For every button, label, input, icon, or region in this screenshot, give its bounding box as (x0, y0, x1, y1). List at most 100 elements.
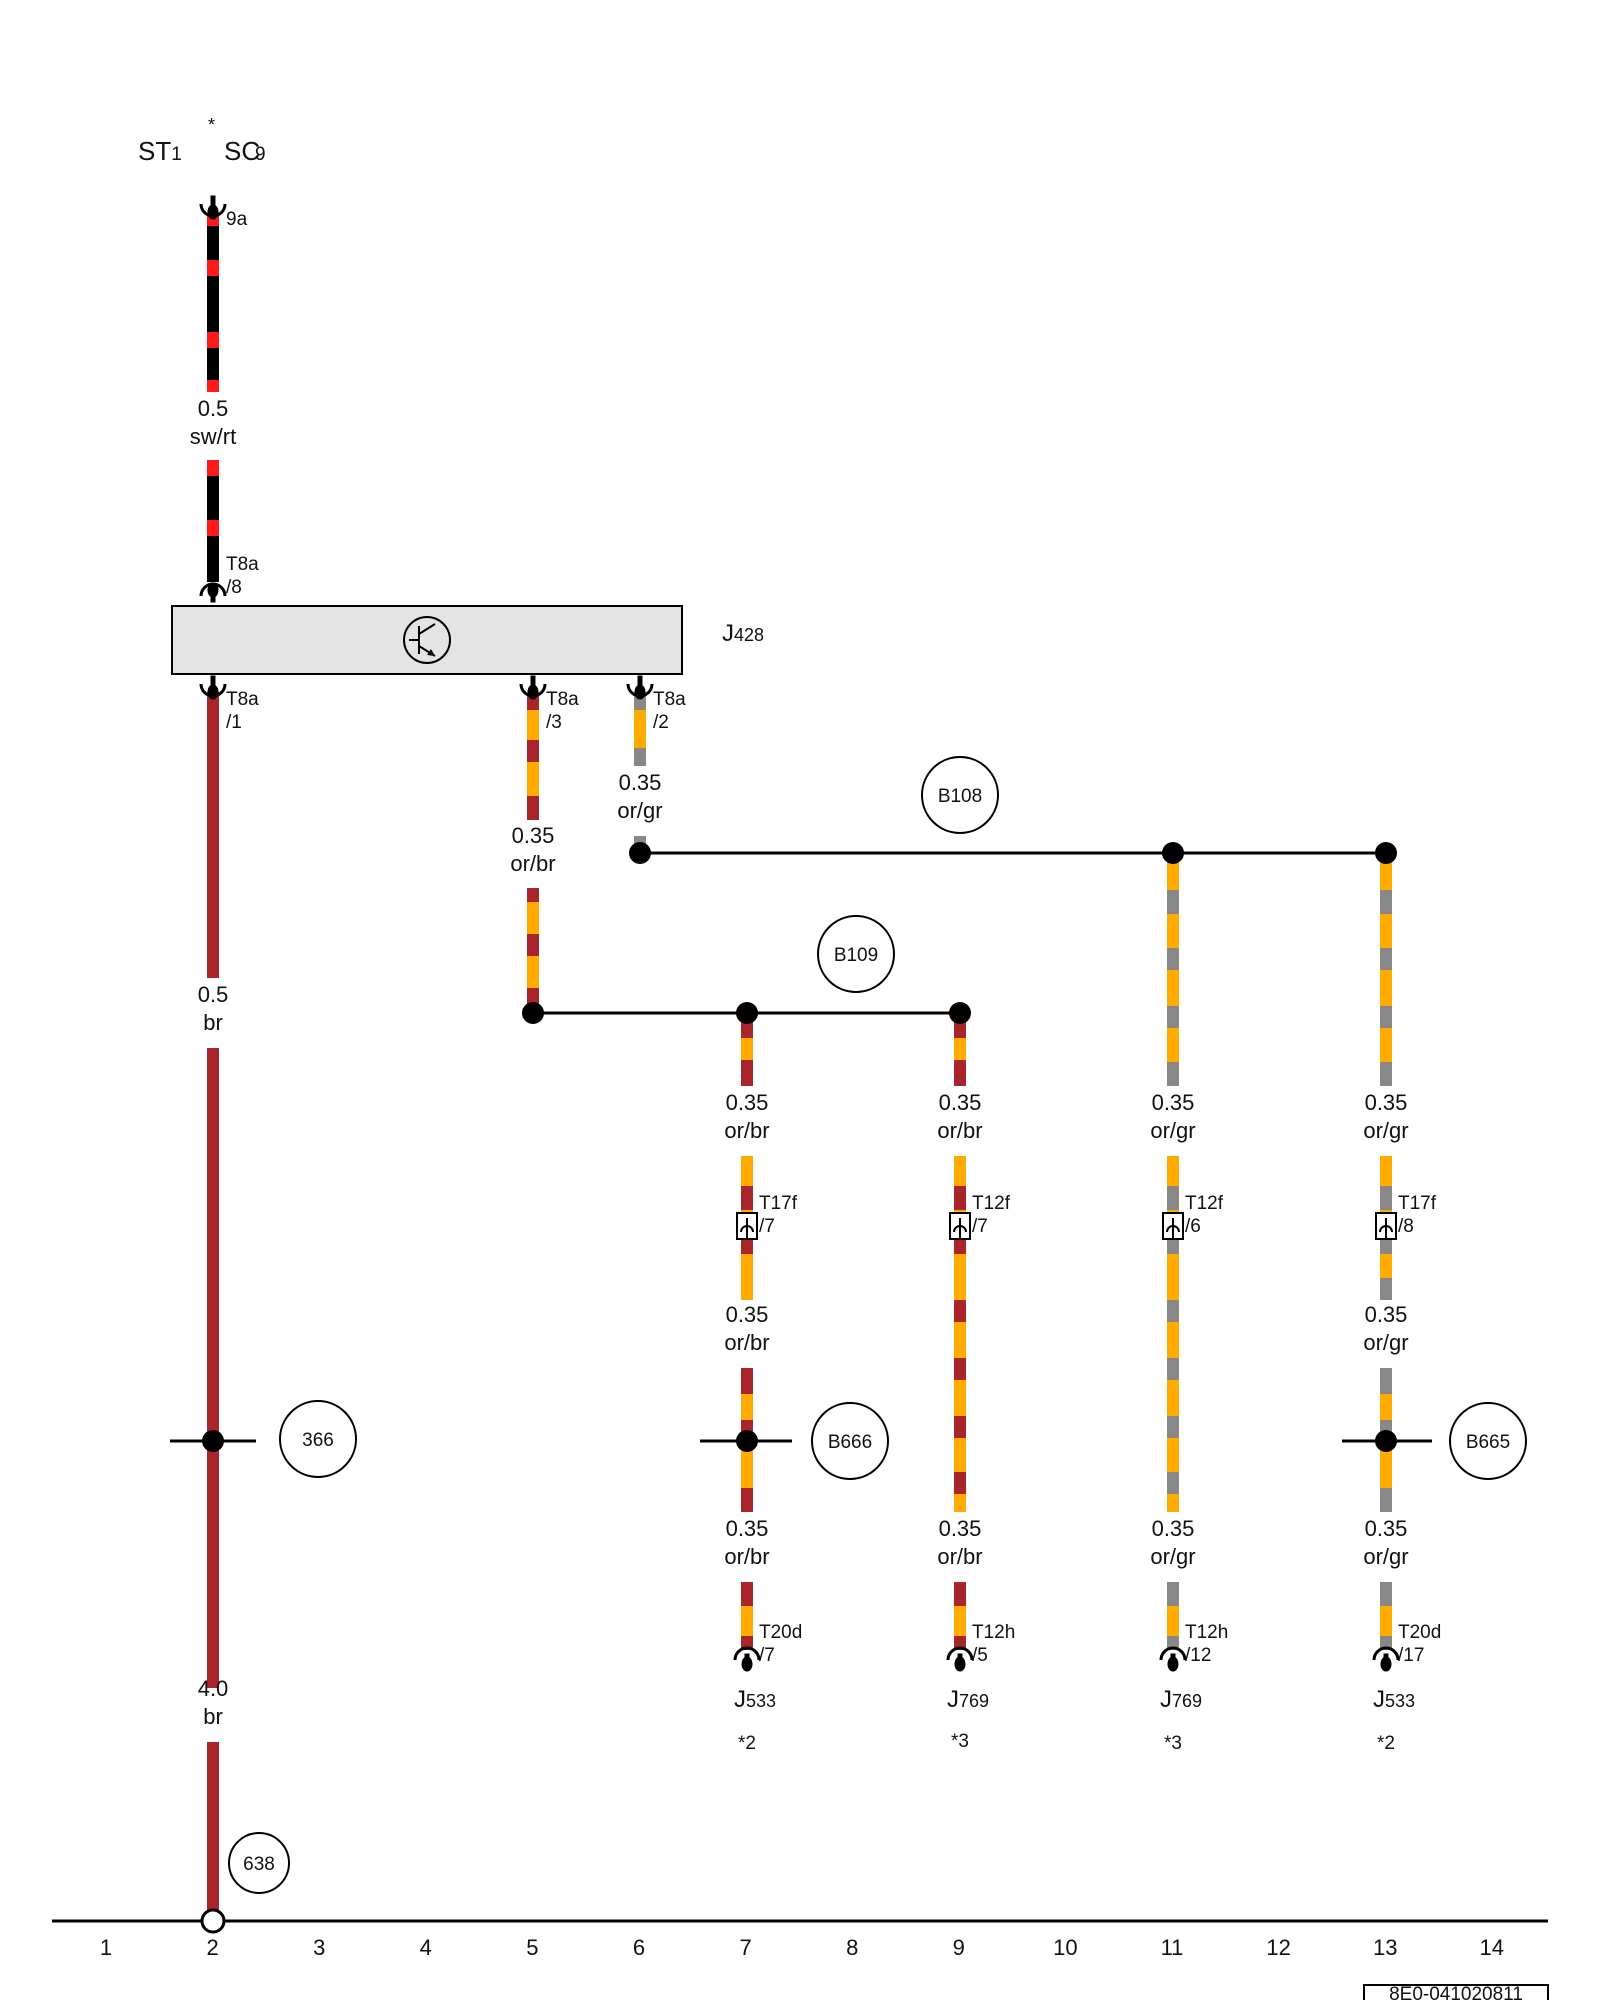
column-number: 6 (633, 1935, 645, 1960)
ecu-j769-label: J769 (947, 1686, 989, 1713)
wire-label-color: or/br (937, 1544, 982, 1569)
ecu-note: *2 (738, 1733, 756, 1754)
sc-subscript: 9 (255, 144, 266, 165)
module-j428-label: J428 (722, 620, 764, 647)
wire-swrt-stripe (207, 380, 219, 392)
pin-c7b-num: /7 (759, 1645, 775, 1666)
node-b108-label: B108 (938, 786, 982, 807)
wire-label-color: or/gr (1150, 1118, 1195, 1143)
connector-t20d17-icon (1372, 1646, 1400, 1672)
wire-label-color: or/gr (1363, 1330, 1408, 1355)
column-number: 9 (953, 1935, 965, 1960)
node-b108-circle (921, 756, 999, 834)
pin-t8a2-num: /2 (653, 712, 669, 733)
splice-dot (202, 1430, 224, 1452)
wire-label-size: 0.35 (939, 1090, 982, 1115)
column-number: 1 (100, 1935, 112, 1960)
wire-label-size: 0.35 (1365, 1516, 1408, 1541)
pin-t8a8-num: /8 (226, 577, 242, 598)
wire-swrt-upper (207, 214, 219, 392)
connector-t8a3-icon (519, 675, 547, 700)
pin-c9b-num: /5 (972, 1645, 988, 1666)
node-b109-circle (817, 915, 895, 993)
pin-c13b-conn: T20d (1398, 1622, 1441, 1643)
wire-label-color: or/br (510, 851, 555, 876)
node-b109-label: B109 (834, 945, 878, 966)
pin-c11b-num: /12 (1185, 1645, 1211, 1666)
connector-t12h5-icon (946, 1646, 974, 1672)
connector-t20d7-icon (733, 1646, 761, 1672)
splice-dot (1375, 842, 1397, 864)
node-366-circle (279, 1400, 357, 1478)
splice-dot (522, 1002, 544, 1024)
wire-label-size: 0.35 (726, 1302, 769, 1327)
pin-c7a-num: /7 (759, 1216, 775, 1237)
column-number: 7 (739, 1935, 751, 1960)
pin-t8a3-conn: T8a (546, 689, 579, 710)
column-number: 2 (206, 1935, 218, 1960)
ecu-j533-label: J533 (734, 1686, 776, 1713)
wire-label-size: 0.35 (726, 1516, 769, 1541)
column-number: 3 (313, 1935, 325, 1960)
wire-orgr-col11 (1167, 862, 1179, 1650)
ecu-note: *3 (1164, 1733, 1182, 1754)
column-number: 8 (846, 1935, 858, 1960)
wire-swrt-stripe (207, 332, 219, 348)
pin-c9a-num: /7 (972, 1216, 988, 1237)
sc-label: SC (224, 136, 260, 166)
connector-t8a8-icon (199, 582, 227, 603)
wire-label-color: or/br (724, 1544, 769, 1569)
pin-c11a-conn: T12f (1185, 1193, 1224, 1214)
pin-9a-label: 9a (226, 209, 248, 230)
pin-c13a-conn: T17f (1398, 1193, 1437, 1214)
pin-t8a1-conn: T8a (226, 689, 259, 710)
wire-label-size: 0.5 (198, 982, 229, 1007)
wire-swrt-stripe (207, 260, 219, 276)
wire-orbr-col5 (527, 696, 539, 1012)
wire-label-color: br (203, 1704, 223, 1729)
column-number: 11 (1161, 1935, 1184, 1960)
column-number: 12 (1266, 1935, 1290, 1960)
wire-label-size: 4.0 (198, 1676, 229, 1701)
splice-dot (629, 842, 651, 864)
pin-c9b-conn: T12h (972, 1622, 1015, 1643)
wire-br-1 (207, 692, 219, 978)
pin-t8a2-conn: T8a (653, 689, 686, 710)
wire-br-2 (207, 1048, 219, 1688)
splice-dot (1375, 1430, 1397, 1452)
ecu-note: *2 (1377, 1733, 1395, 1754)
wire-label-color: br (203, 1010, 223, 1035)
wire-label-color: or/br (937, 1118, 982, 1143)
pin-c11b-conn: T12h (1185, 1622, 1228, 1643)
connector-t8a1-icon (199, 675, 227, 700)
wire-orbr-col9 (954, 1020, 966, 1650)
wire-label-size: 0.5 (198, 396, 229, 421)
column-number: 13 (1373, 1935, 1397, 1960)
pin-c7b-conn: T20d (759, 1622, 802, 1643)
node-b666-label: B666 (828, 1432, 872, 1453)
pin-c9a-conn: T12f (972, 1193, 1011, 1214)
wire-label-color: or/gr (1363, 1544, 1408, 1569)
wire-swrt-stripe (207, 460, 219, 476)
wire-label-size: 0.35 (939, 1516, 982, 1541)
node-638-label: 638 (243, 1854, 275, 1875)
wire-label-color: sw/rt (190, 424, 236, 449)
connector-9a-icon (199, 195, 227, 220)
ecu-j769-label: J769 (1160, 1686, 1202, 1713)
star-marker: * (208, 115, 215, 135)
wire-label-size: 0.35 (1152, 1090, 1195, 1115)
splice-dot (736, 1430, 758, 1452)
wire-swrt-stripe (207, 520, 219, 536)
pin-c13b-num: /17 (1398, 1645, 1424, 1666)
pin-c11a-num: /6 (1185, 1216, 1201, 1237)
ground-point (200, 1908, 226, 1934)
wire-label-size: 0.35 (1152, 1516, 1195, 1541)
column-number: 4 (420, 1935, 432, 1960)
wire-label-size: 0.35 (726, 1090, 769, 1115)
ecu-note: *3 (951, 1731, 969, 1752)
pin-t8a8-conn: T8a (226, 554, 259, 575)
node-366-label: 366 (302, 1430, 334, 1451)
connector-t8a2-icon (626, 675, 654, 700)
pin-t8a1-num: /1 (226, 712, 242, 733)
connector-t12h12-icon (1159, 1646, 1187, 1672)
